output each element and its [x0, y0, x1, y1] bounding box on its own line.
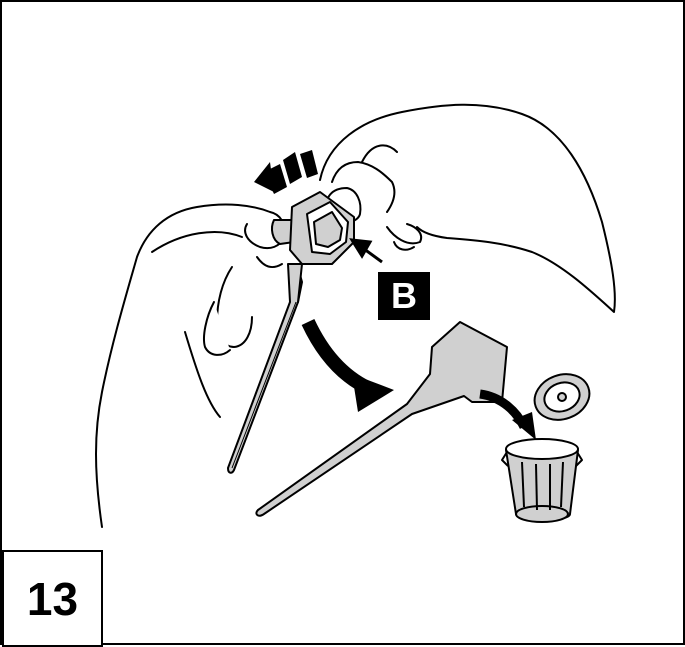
callout-label-text: B: [391, 278, 417, 314]
trash-can-icon: [502, 367, 596, 522]
removed-tab: [256, 322, 507, 516]
push-arrow-icon: [254, 150, 318, 194]
left-hand: [96, 205, 285, 527]
remove-arrow-icon: [308, 322, 394, 412]
step-number: 13: [27, 576, 78, 622]
callout-label-b: B: [378, 272, 430, 320]
step-number-box: 13: [2, 550, 103, 647]
right-hand: [320, 105, 615, 312]
sensor-holder: [272, 192, 354, 302]
b-pointer-arrow: [352, 240, 382, 262]
